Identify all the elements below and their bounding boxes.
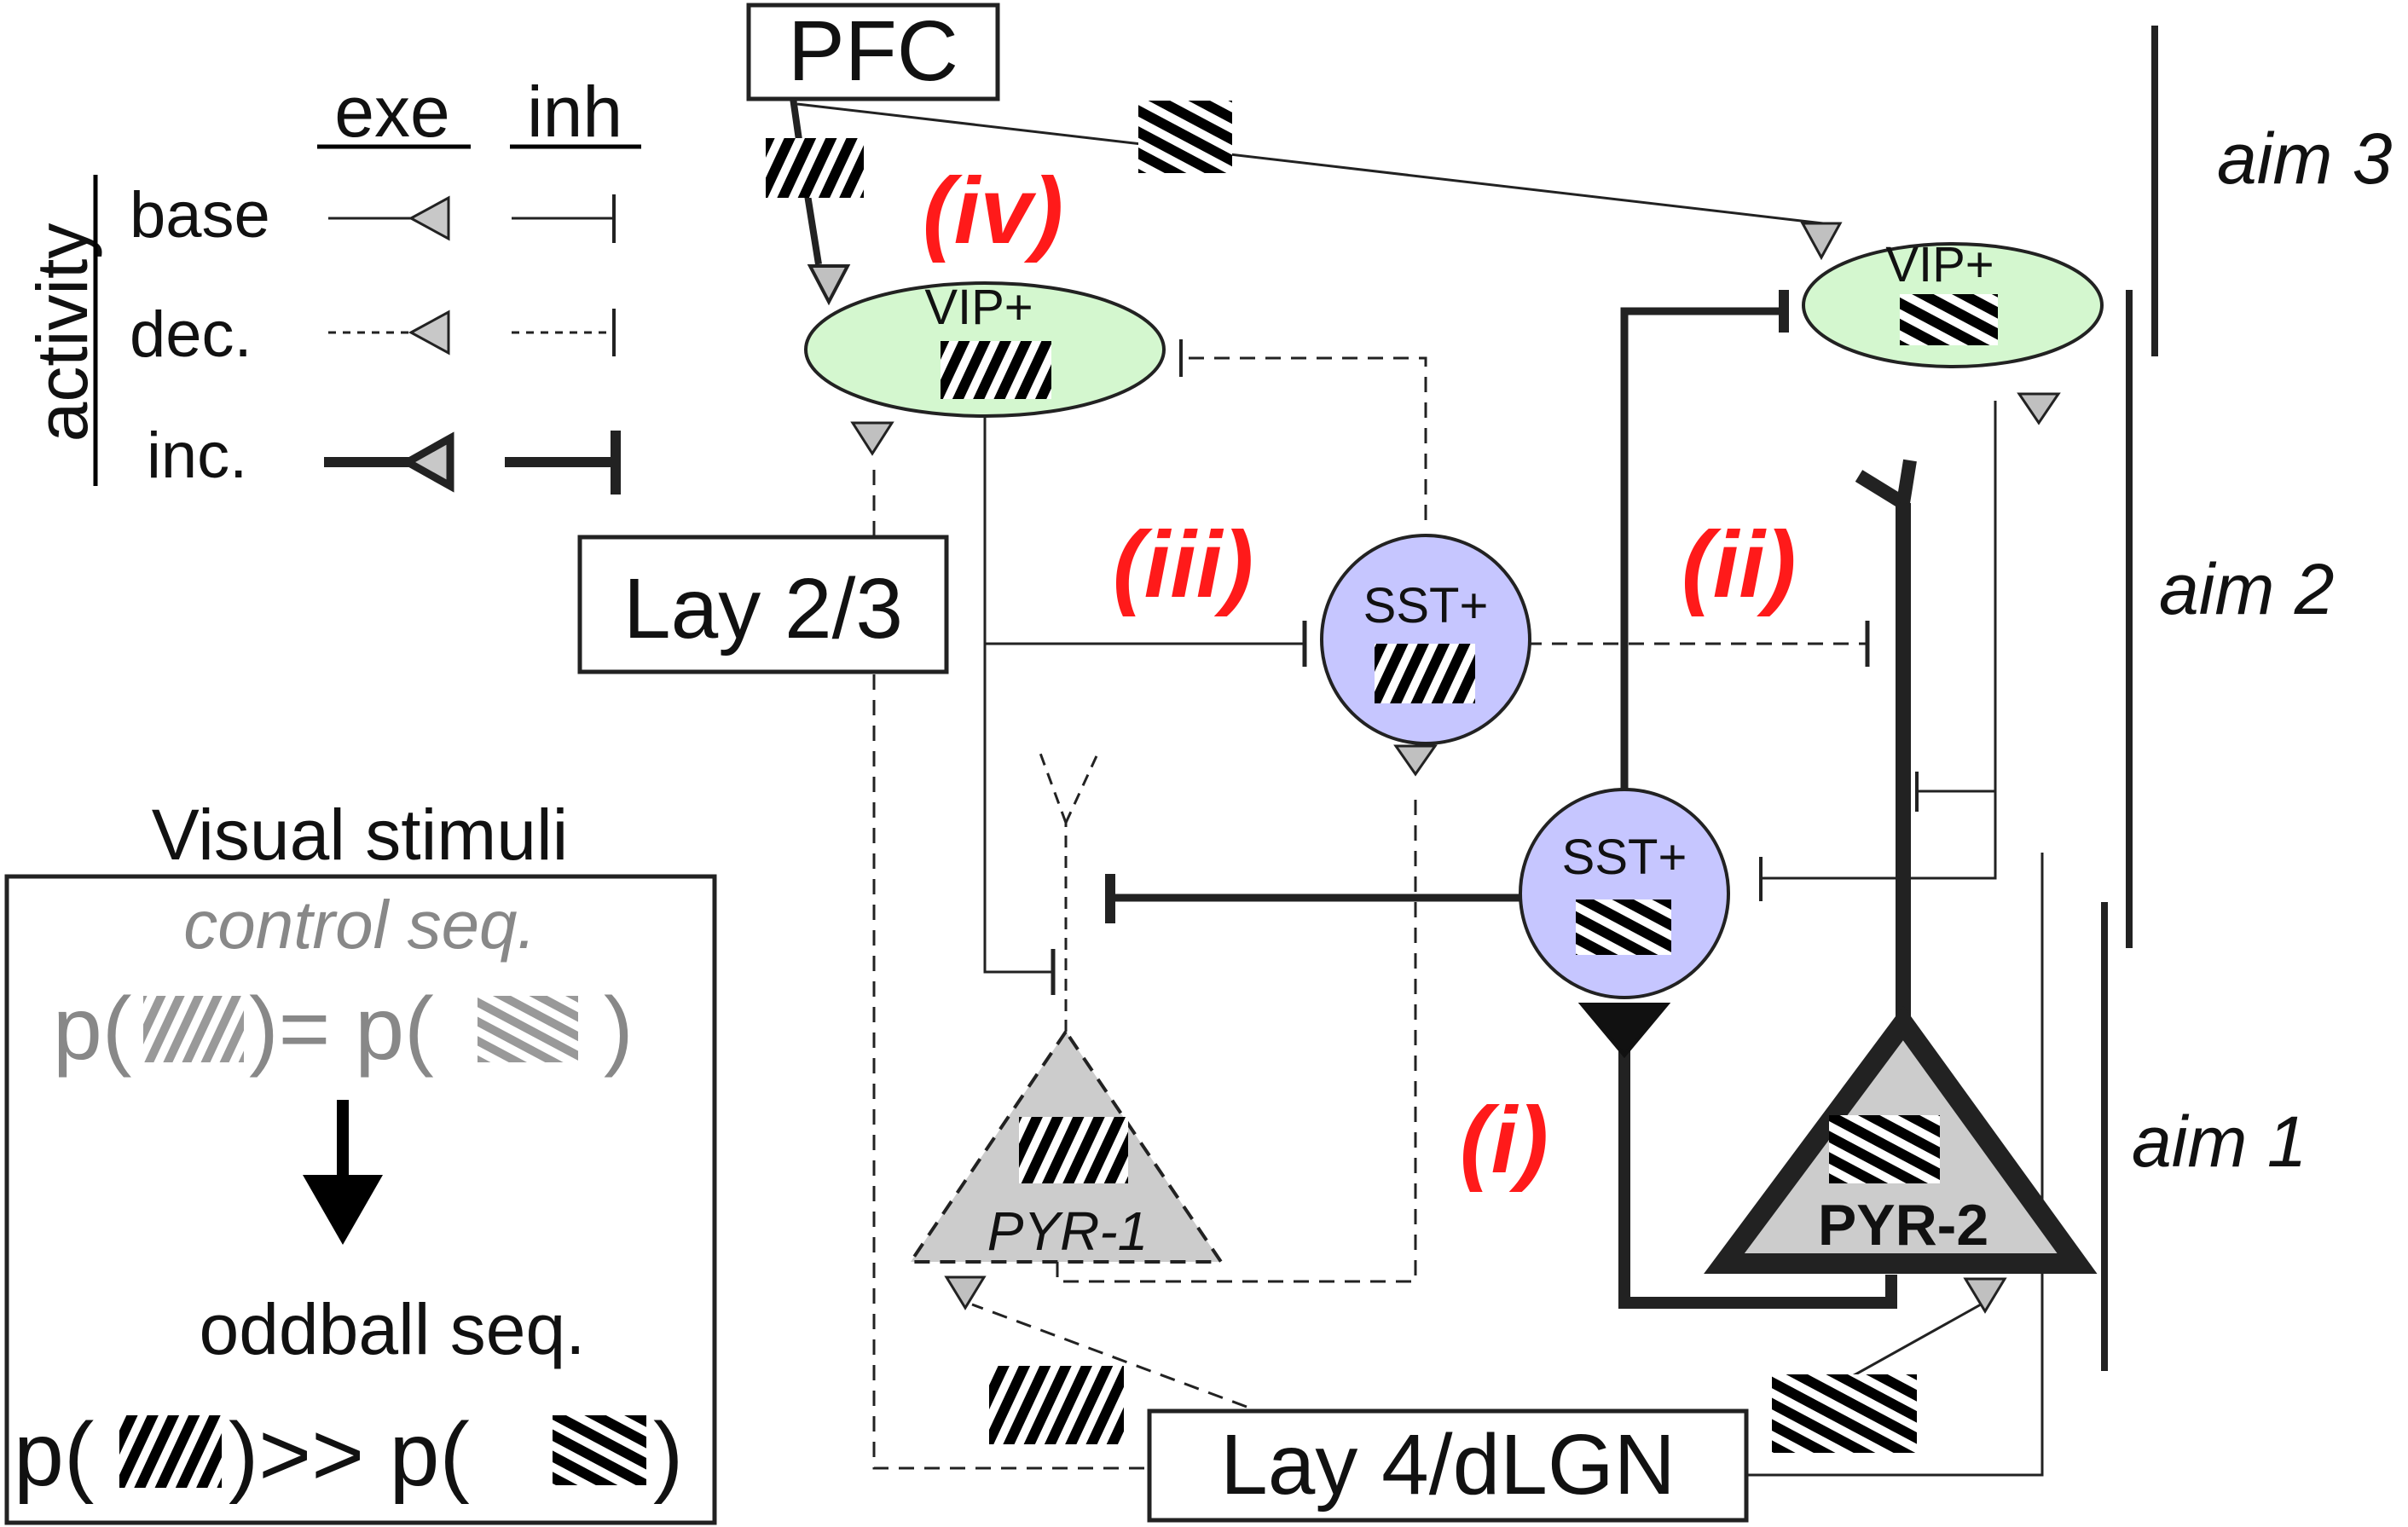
sst-upper-label: SST+ [1363, 578, 1489, 633]
vip-right-grating [1900, 294, 1998, 345]
pyr1-axon-terminal [944, 1275, 987, 1310]
lay4-pyr2-grating [1772, 1374, 1917, 1453]
stimuli-title: Visual stimuli [152, 795, 569, 875]
control-grating-b [478, 996, 578, 1062]
sst-upper-to-vip-left-line [1181, 356, 1427, 520]
vip-right-axon-terminal [2017, 392, 2061, 425]
pfc-terminal-vip-right [1800, 222, 1843, 261]
pyr2-cell: PYR-2 [1704, 1005, 2098, 1274]
terminals [807, 222, 2061, 1314]
sst-upper-body [1320, 534, 1531, 745]
sst-lower-body [1519, 788, 1730, 999]
legend-activity-label: activity [22, 223, 102, 442]
pyr2-label: PYR-2 [1818, 1193, 1988, 1258]
circuit-label-iii: (iii) [1113, 512, 1253, 617]
control-grating-a [143, 996, 244, 1062]
circuit-label-iv: (iv) [923, 159, 1063, 263]
sst-upper-cell: SST+ [1320, 534, 1531, 745]
lay4-box: Lay 4/dLGN [1147, 1408, 1749, 1523]
oddball-p-left: p( [14, 1404, 94, 1505]
circuit-label-ii: (ii) [1682, 512, 1796, 617]
lay23-box-border [577, 535, 949, 674]
legend: activity exe inh base dec. inc. [22, 72, 641, 495]
pyr2-grating [1829, 1115, 1940, 1183]
pfc-to-vip-right-line [796, 102, 1824, 225]
control-p-right: ) [604, 980, 634, 1079]
sst-lower-to-vip-right-line [1620, 307, 1782, 823]
legend-dec-exe-triangle [408, 309, 450, 356]
stimuli-panel: Visual stimuli control seq. p( )= p( ) o… [4, 795, 717, 1525]
sst-upper-grating [1375, 644, 1475, 703]
pfc-terminal-vip-left [807, 264, 851, 306]
legend-inc-exe-triangle [399, 431, 454, 493]
legend-base-exe-triangle [408, 195, 450, 241]
oddball-p-right: ) [653, 1404, 683, 1505]
vip-left-axon-terminal [850, 421, 894, 456]
aim2-label: aim 2 [2159, 549, 2334, 629]
connections [790, 97, 2044, 1477]
vip-left-cell: VIP+ [804, 280, 1166, 418]
pfc-box: PFC [746, 3, 1000, 101]
sst-lower-grating [1576, 899, 1671, 955]
legend-base-label: base [130, 179, 270, 252]
control-seq-label: control seq. [183, 887, 536, 963]
vip-left-label: VIP+ [924, 280, 1033, 335]
legend-dec-label: dec. [130, 298, 252, 371]
pfc-vip-right-grating [1138, 101, 1232, 173]
stimuli-box [4, 874, 717, 1525]
vip-left-to-lay4-dashed-line [872, 465, 1144, 1470]
lay4-to-vip-right-line [1746, 853, 2044, 1477]
pfc-label: PFC [788, 3, 958, 99]
lay4-label: Lay 4/dLGN [1220, 1417, 1676, 1513]
lay4-terminal-pyr2 [1963, 1277, 2007, 1314]
legend-inh-header: inh [527, 72, 622, 152]
legend-inc-label: inc. [147, 419, 247, 492]
oddball-grating-b [553, 1415, 646, 1485]
sst-upper-axon-terminal [1393, 744, 1438, 777]
lay4-to-pyr1-line [971, 1303, 1247, 1408]
vip-right-label: VIP+ [1885, 237, 1994, 292]
lay4-pyr1-grating [989, 1366, 1124, 1444]
pyr1-grating [1019, 1117, 1128, 1183]
vip-right-to-sst-lower-line [1761, 401, 1997, 880]
pyr1-label: PYR-1 [987, 1200, 1149, 1262]
pyr1-to-sst-upper-line [1056, 793, 1417, 1283]
aim3-label: aim 3 [2217, 119, 2392, 199]
vip-right-cell: VIP+ [1802, 237, 2104, 368]
pyr1-cell: PYR-1 [907, 1028, 1224, 1264]
pyr2-to-sst-lower-line [1618, 1050, 1897, 1309]
lay4-box-border [1147, 1408, 1749, 1523]
control-p-left: p( [53, 980, 132, 1079]
circuit-label-i: (i) [1460, 1088, 1548, 1193]
sst-lower-cell: SST+ [1519, 788, 1730, 999]
pfc-vip-left-grating [766, 138, 864, 198]
control-p-mid: )= p( [249, 980, 434, 1079]
pyr2-to-sst-terminal [1577, 1003, 1671, 1059]
lay23-box: Lay 2/3 [577, 535, 949, 674]
legend-exe-header: exe [334, 72, 449, 152]
oddball-seq-label: oddball seq. [199, 1289, 585, 1369]
aims: aim 3 aim 2 aim 1 [2101, 26, 2392, 1371]
pfc-box-border [746, 3, 1000, 101]
oddball-grating-a [119, 1415, 222, 1488]
lay23-label: Lay 2/3 [623, 561, 903, 656]
sst-lower-label: SST+ [1562, 830, 1687, 885]
aim1-label: aim 1 [2132, 1102, 2307, 1182]
oddball-p-mid: )>> p( [229, 1404, 470, 1505]
vip-left-grating [941, 341, 1051, 399]
vip-left-to-pyr1-line [983, 644, 1053, 974]
